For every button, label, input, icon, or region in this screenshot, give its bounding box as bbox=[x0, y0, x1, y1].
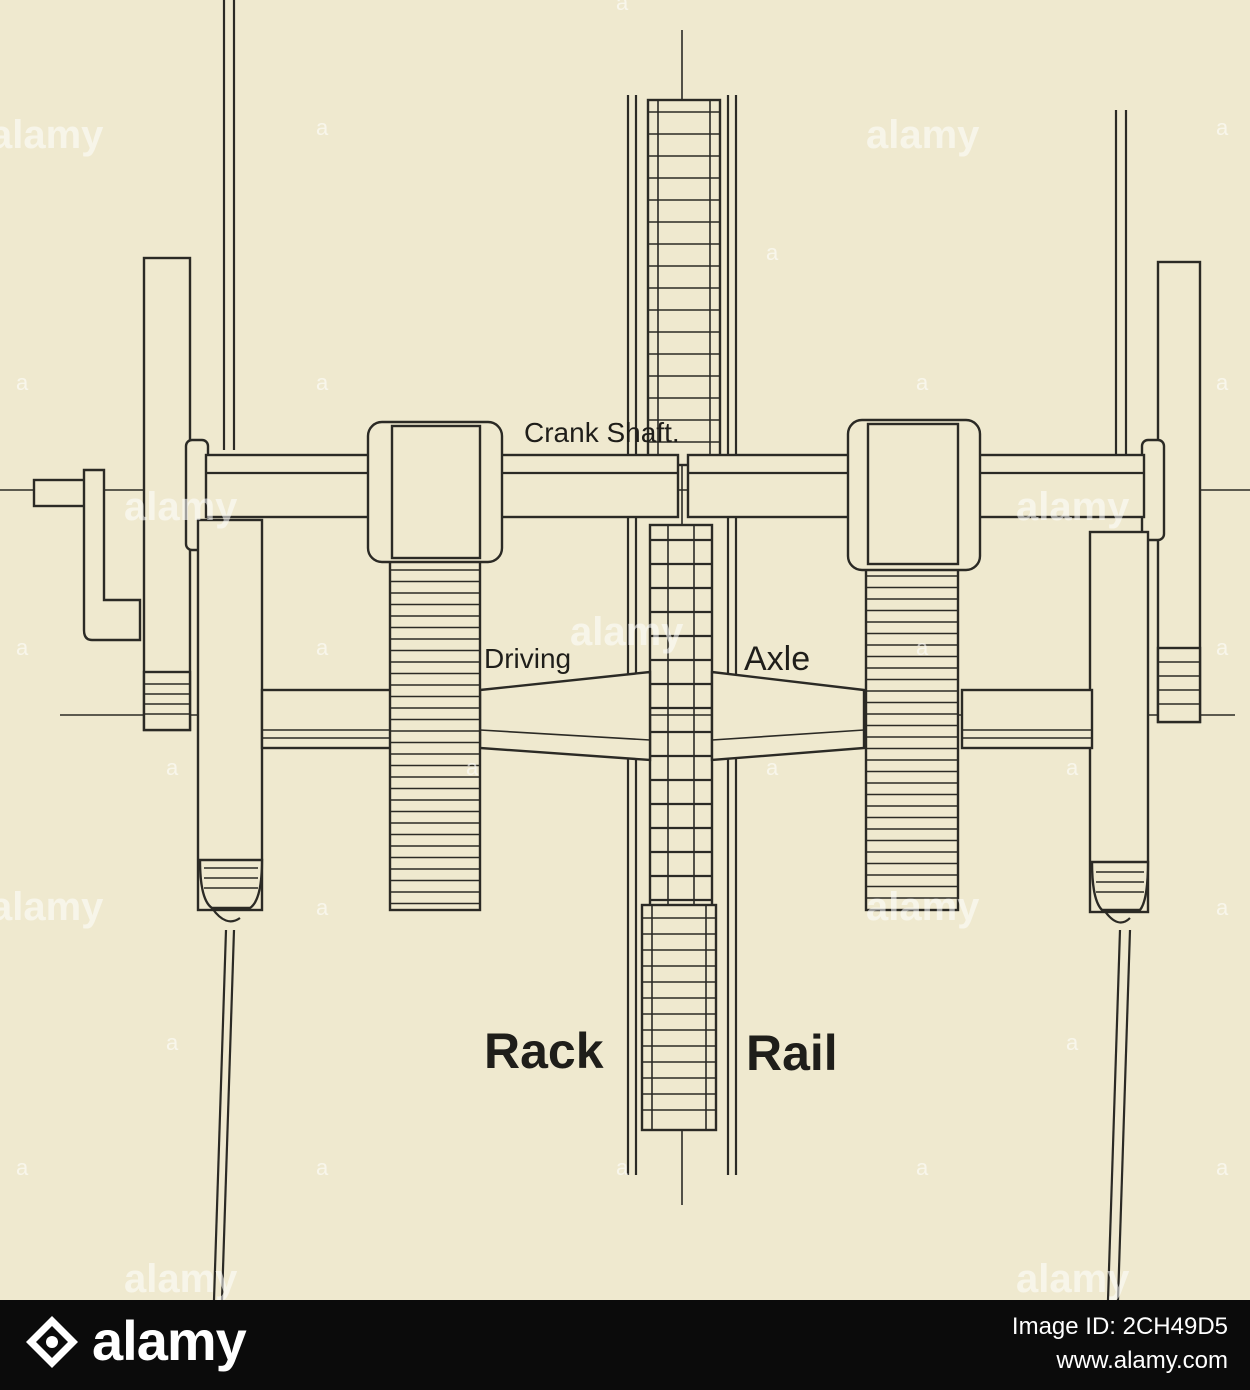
rack-rail-upper bbox=[646, 98, 722, 467]
watermark-text: alamy bbox=[866, 885, 980, 929]
crank-shaft bbox=[204, 453, 1146, 519]
watermark-mark: a bbox=[316, 635, 329, 660]
watermark-mark: a bbox=[916, 370, 929, 395]
watermark-mark: a bbox=[166, 755, 179, 780]
rack-rail-lower bbox=[640, 903, 718, 1132]
watermark-text: alamy bbox=[866, 113, 980, 157]
footer-image-info: Image ID: 2CH49D5 www.alamy.com bbox=[1012, 1310, 1228, 1378]
watermark-mark: a bbox=[166, 1030, 179, 1055]
watermark-mark: a bbox=[316, 895, 329, 920]
watermark-text: alamy bbox=[0, 113, 104, 157]
watermark-mark: a bbox=[1216, 115, 1229, 140]
watermark-mark: a bbox=[1216, 370, 1229, 395]
right-crank-pinion bbox=[846, 418, 982, 572]
watermark-mark: a bbox=[766, 240, 779, 265]
right-axle-bearing bbox=[1088, 530, 1150, 924]
footer-bar: alamy Image ID: 2CH49D5 www.alamy.com bbox=[0, 1300, 1250, 1390]
watermark-mark: a bbox=[1216, 895, 1229, 920]
driving-label: Driving bbox=[484, 643, 571, 674]
watermark-mark: a bbox=[916, 635, 929, 660]
right-frame-rail bbox=[1106, 110, 1132, 1300]
watermark-mark: a bbox=[616, 1155, 629, 1180]
watermark-mark: a bbox=[1066, 1030, 1079, 1055]
alamy-logo-icon bbox=[26, 1316, 78, 1368]
footer-brand: alamy bbox=[92, 1309, 247, 1372]
left-axle-bearing bbox=[196, 518, 264, 923]
watermark-mark: a bbox=[316, 1155, 329, 1180]
left-crank-pinion bbox=[366, 420, 504, 564]
watermark-text: alamy bbox=[570, 610, 684, 654]
watermark-mark: a bbox=[1216, 635, 1229, 660]
left-frame-rail bbox=[212, 0, 236, 1300]
footer-site-link[interactable]: www.alamy.com bbox=[1056, 1347, 1228, 1374]
rack-rail-middle bbox=[648, 523, 714, 912]
watermark-overlay: alamy alamy alamy alamy alamy alamy alam… bbox=[0, 0, 1229, 1300]
watermark-mark: a bbox=[1216, 1155, 1229, 1180]
footer-image-id: Image ID: 2CH49D5 bbox=[1011, 1313, 1228, 1340]
rack-rail-channel bbox=[626, 95, 738, 1175]
watermark-mark: a bbox=[316, 370, 329, 395]
crank-handle bbox=[32, 468, 142, 642]
rack-railway-gear-diagram: Crank Shaft. Driving Axle Rack Rail alam… bbox=[0, 0, 1250, 1300]
watermark-text: alamy bbox=[1016, 485, 1130, 529]
rail-label: Rail bbox=[746, 1025, 838, 1081]
watermark-mark: a bbox=[466, 755, 479, 780]
watermark-text: alamy bbox=[1016, 1257, 1130, 1300]
watermark-mark: a bbox=[316, 115, 329, 140]
watermark-text: alamy bbox=[124, 1257, 238, 1300]
axle-label: Axle bbox=[744, 640, 810, 678]
watermark-mark: a bbox=[766, 755, 779, 780]
watermark-mark: a bbox=[616, 0, 629, 15]
watermark-mark: a bbox=[16, 635, 29, 660]
right-wheel-disc bbox=[1140, 260, 1202, 724]
watermark-text: alamy bbox=[124, 485, 238, 529]
watermark-mark: a bbox=[916, 1155, 929, 1180]
crank-shaft-label: Crank Shaft. bbox=[524, 417, 680, 448]
rack-label: Rack bbox=[484, 1023, 604, 1079]
watermark-mark: a bbox=[16, 370, 29, 395]
watermark-mark: a bbox=[16, 1155, 29, 1180]
watermark-mark: a bbox=[1066, 755, 1079, 780]
watermark-text: alamy bbox=[0, 885, 104, 929]
